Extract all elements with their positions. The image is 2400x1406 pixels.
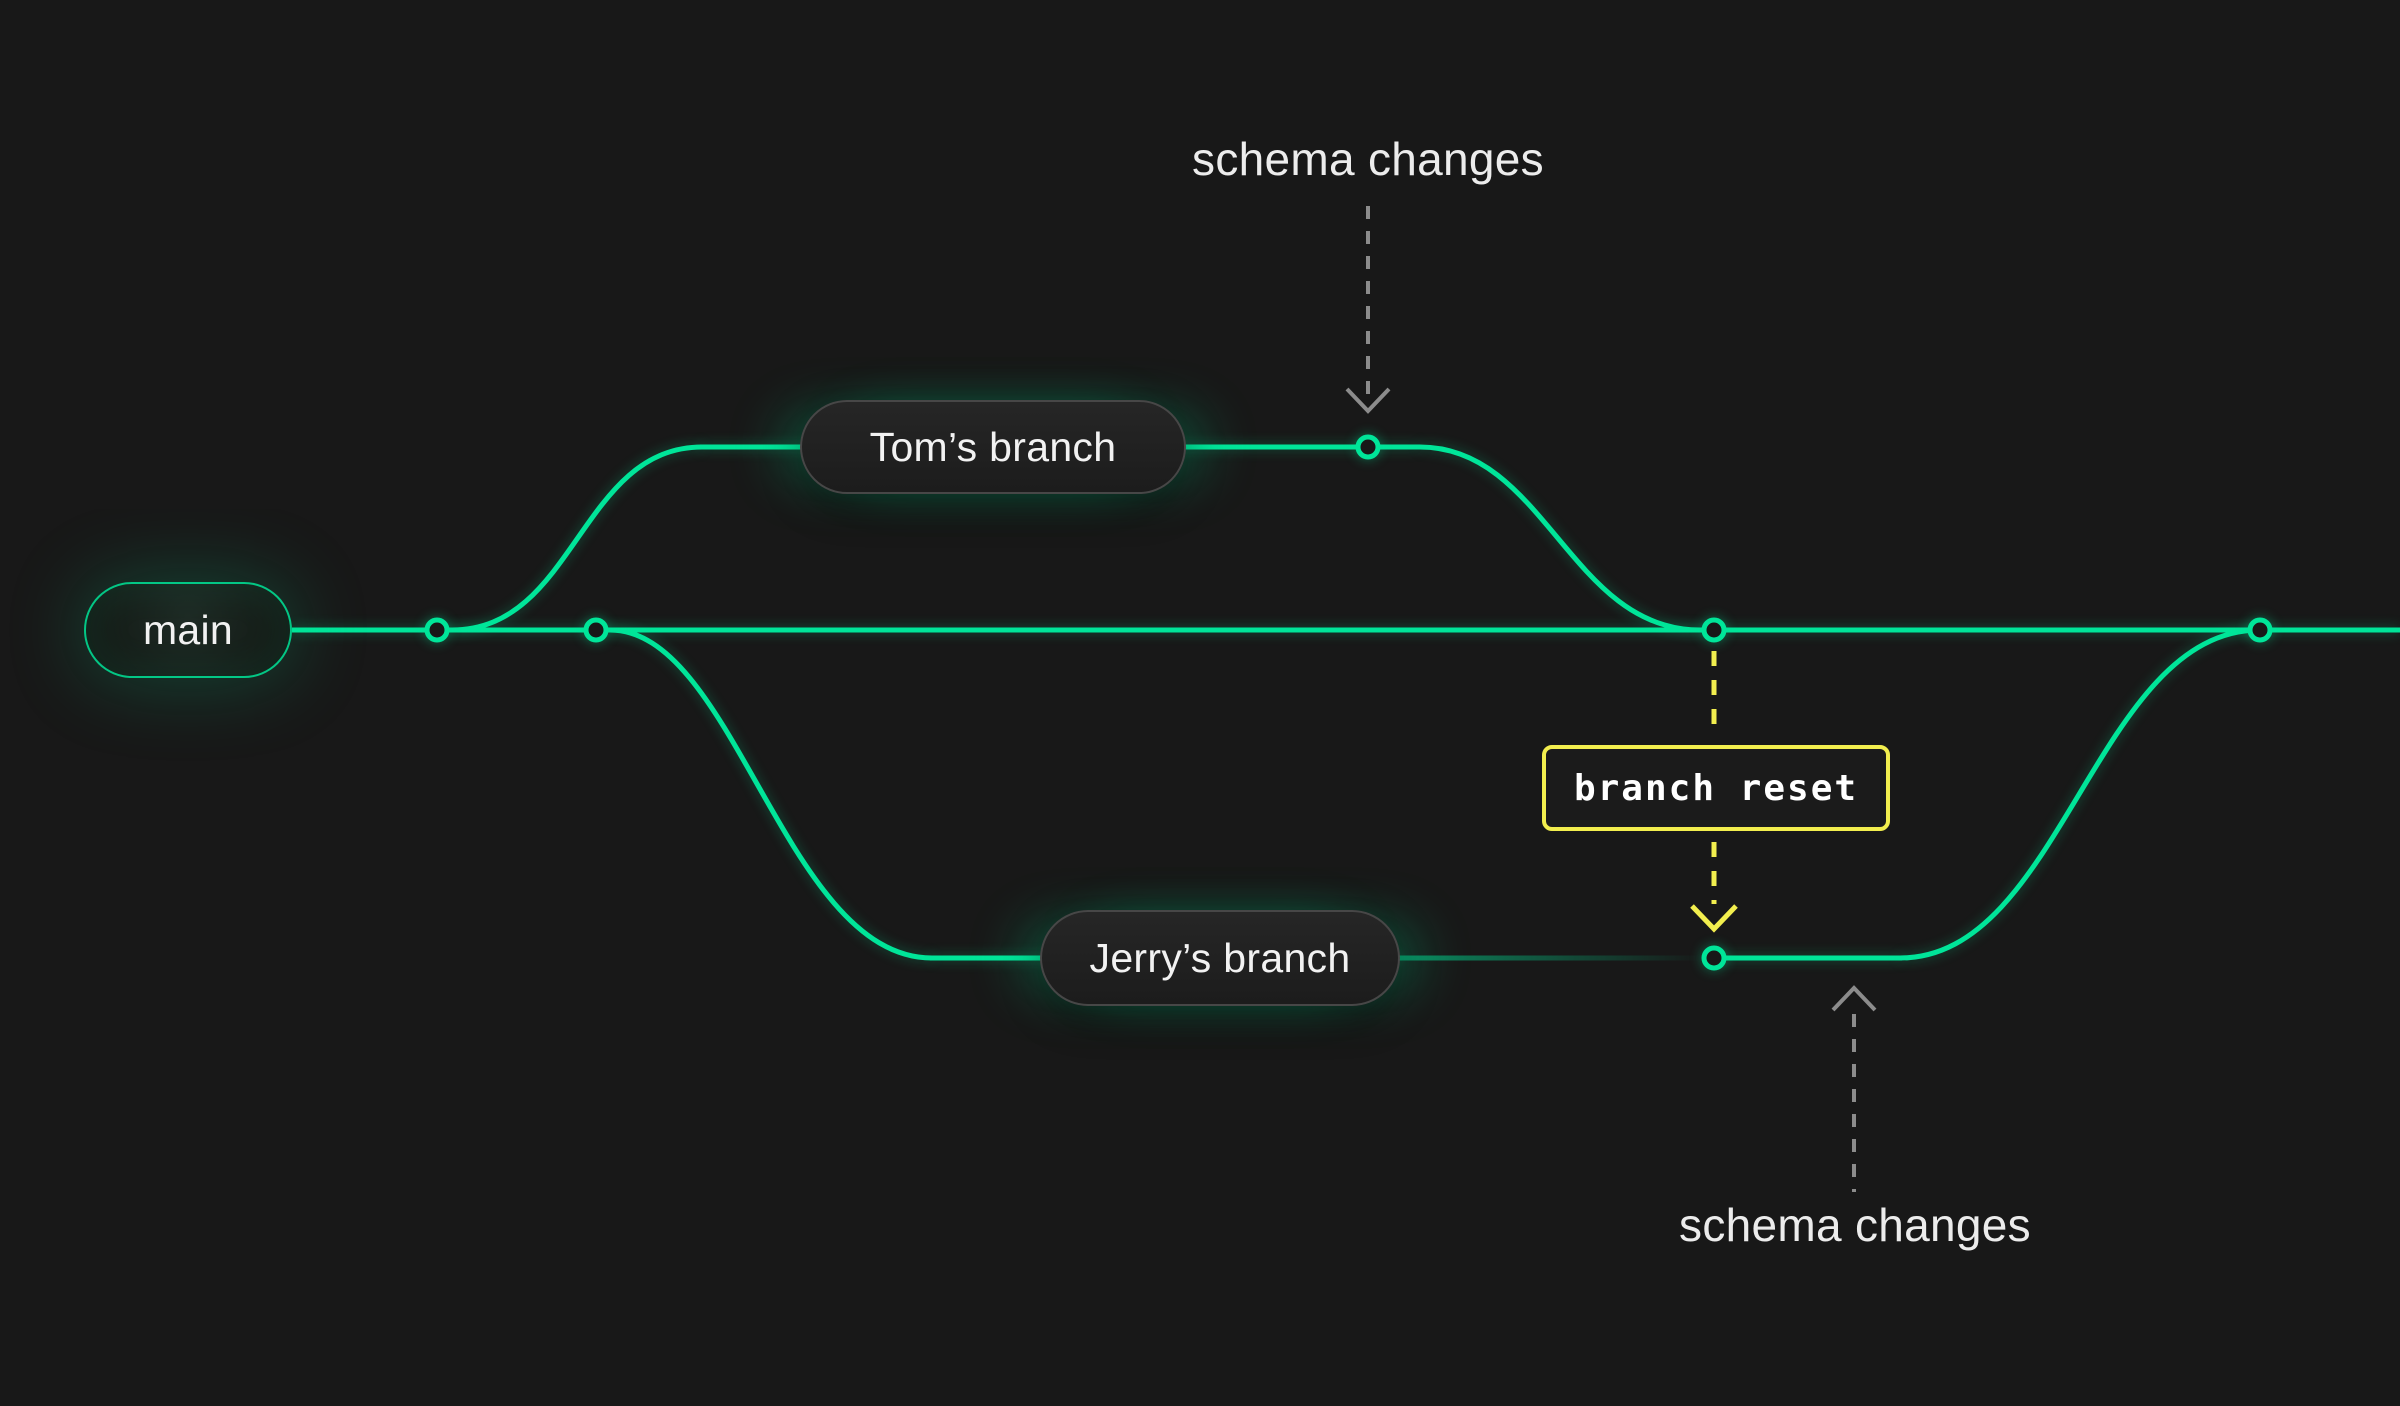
commit-dot-main-2	[583, 617, 609, 643]
commit-dot-jerry	[1701, 945, 1727, 971]
branch-reset-badge: branch reset	[1542, 745, 1890, 831]
schema-changes-bottom-label: schema changes	[1679, 1199, 2031, 1251]
branch-reset-label: branch reset	[1573, 767, 1859, 809]
schema-changes-top-label: schema changes	[1192, 133, 1544, 185]
commit-dot-main-1	[424, 617, 450, 643]
jerry-branch-label: Jerry’s branch	[1089, 934, 1351, 981]
main-branch-pill: main	[84, 582, 292, 678]
dashed-arrow-down-icon	[1345, 206, 1391, 414]
commit-dot-main-3	[1701, 617, 1727, 643]
jerry-branch-pill: Jerry’s branch	[1040, 910, 1400, 1006]
dashed-arrow-down-yellow-icon	[1690, 651, 1738, 933]
tom-branch-label: Tom’s branch	[869, 423, 1117, 470]
tom-branch-out-curve	[451, 444, 703, 633]
dashed-arrow-up-icon	[1831, 985, 1877, 1192]
main-branch-label: main	[142, 606, 234, 653]
tom-branch-pill: Tom’s branch	[800, 400, 1186, 494]
tom-branch-merge-curve	[1419, 444, 1701, 633]
jerry-branch-out-curve	[609, 627, 933, 961]
commit-dot-tom	[1355, 434, 1381, 460]
commit-dot-main-4	[2247, 617, 2273, 643]
jerry-branch-merge-curve	[1899, 627, 2261, 961]
